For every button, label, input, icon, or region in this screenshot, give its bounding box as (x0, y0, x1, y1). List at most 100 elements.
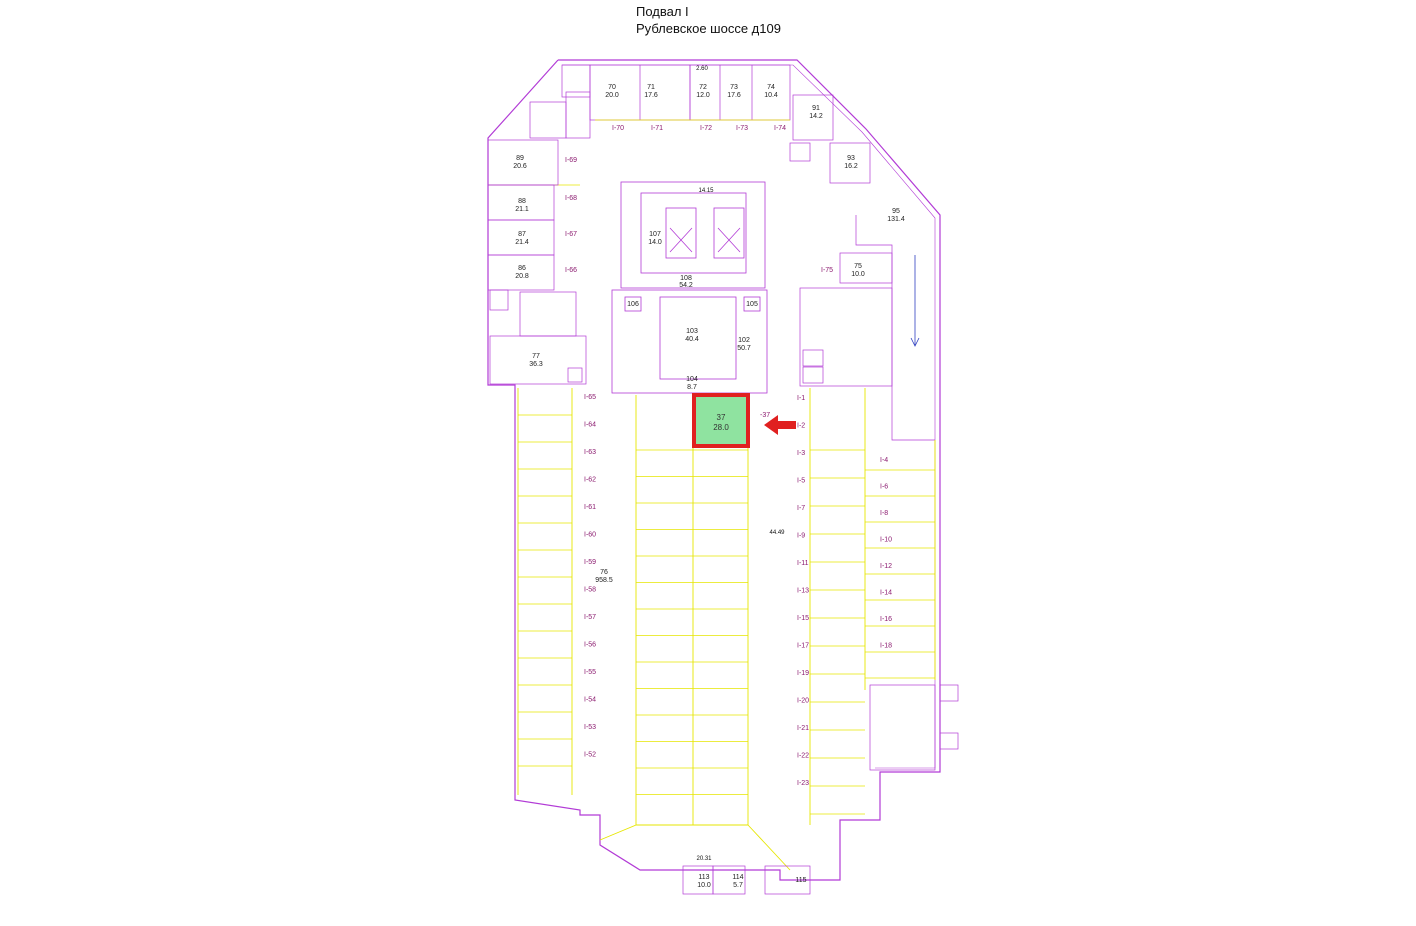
grid-axis-label: I-5 (797, 478, 805, 485)
room-88-number: 88 (518, 198, 526, 205)
grid-axis-label: I-8 (880, 510, 888, 517)
room-95-area: 131.4 (887, 216, 905, 223)
room-106-number: 106 (627, 301, 639, 308)
grid-axis-label: I-66 (565, 267, 577, 274)
room-113-number: 113 (698, 874, 709, 881)
grid-axis-label: I-69 (565, 157, 577, 164)
room-75-number: 75 (854, 263, 862, 270)
grid-axis-label: I-3 (797, 450, 805, 457)
room-70-area: 20.0 (605, 92, 619, 99)
room-114-number: 114 (732, 874, 743, 881)
room-102-number: 102 (738, 337, 750, 344)
grid-axis-label: I-16 (880, 616, 892, 623)
room-104-number: 104 (686, 376, 698, 383)
grid-axis-label: I-71 (651, 125, 663, 132)
grid-axis-label: I-20 (797, 698, 809, 705)
grid-axis-label: I-64 (584, 422, 596, 429)
grid-axis-label: I-57 (584, 614, 596, 621)
highlighted-unit-area: 28.0 (713, 423, 729, 432)
room-107-number: 107 (649, 231, 661, 238)
ramp-direction-icon (910, 255, 920, 347)
right-room-strip (799, 215, 959, 771)
grid-axis-label: I-75 (821, 267, 833, 274)
grid-axis-label: I-65 (584, 394, 596, 401)
grid-axis-label: I-70 (612, 125, 624, 132)
room-89-number: 89 (516, 155, 524, 162)
room-86-number: 86 (518, 265, 526, 272)
dimension-core-width: 14.15 (698, 188, 714, 194)
room-77-area: 36.3 (529, 361, 543, 368)
room-115-number: 115 (795, 877, 806, 884)
room-91-number: 91 (812, 105, 820, 112)
grid-axis-label: I-53 (584, 724, 596, 731)
grid-axis-label: I-1 (797, 395, 805, 402)
room-103-number: 103 (686, 328, 698, 335)
room-72-number: 72 (699, 84, 707, 91)
grid-axis-label: I-55 (584, 669, 596, 676)
room-77-number: 77 (532, 353, 540, 360)
room-107-area: 14.0 (648, 239, 662, 246)
room-89-area: 20.6 (513, 163, 527, 170)
grid-axis-label: I-54 (584, 697, 596, 704)
room-76-number: 76 (600, 569, 608, 576)
grid-axis-label: I-4 (880, 457, 888, 464)
grid-axis-label: I-62 (584, 477, 596, 484)
grid-axis-label: I-2 (797, 423, 805, 430)
grid-axis-label: I-19 (797, 670, 809, 677)
grid-axis-label: I-14 (880, 590, 892, 597)
grid-axis-label: I-68 (565, 195, 577, 202)
plan-title: Подвал I (636, 4, 689, 19)
room-73-number: 73 (730, 84, 738, 91)
outer-wall (487, 59, 941, 881)
grid-axis-label: I-72 (700, 125, 712, 132)
top-room-strip (529, 64, 871, 184)
room-74-number: 74 (767, 84, 775, 91)
grid-axis-label: I-11 (797, 560, 809, 567)
room-74-area: 10.4 (764, 92, 778, 99)
grid-axis-label: I-23 (797, 780, 809, 787)
room-73-area: 17.6 (727, 92, 741, 99)
grid-axis-label: I-21 (797, 725, 809, 732)
room-71-number: 71 (647, 84, 655, 91)
room-87-area: 21.4 (515, 239, 529, 246)
grid-axis-label: I-17 (797, 643, 809, 650)
room-76-area: 958.5 (595, 577, 613, 584)
grid-axis-label: I-60 (584, 532, 596, 539)
grid-axis-label: I-58 (584, 587, 596, 594)
highlighted-unit[interactable] (692, 393, 750, 448)
room-86-area: 20.8 (515, 273, 529, 280)
grid-axis-label: I-22 (797, 753, 809, 760)
grid-axis-label: I-13 (797, 588, 809, 595)
room-93-number: 93 (847, 155, 855, 162)
room-103-area: 40.4 (685, 336, 699, 343)
pointer-arrow-icon (764, 415, 796, 435)
highlighted-unit-number: 37 (717, 413, 726, 422)
room-95-number: 95 (892, 208, 900, 215)
room-71-area: 17.6 (644, 92, 658, 99)
grid-axis-label: I-18 (880, 643, 892, 650)
room-91-area: 14.2 (809, 113, 823, 120)
left-room-strip (487, 139, 587, 385)
room-88-area: 21.1 (515, 206, 529, 213)
room-102-area: 50.7 (737, 345, 751, 352)
grid-axis-label: I-59 (584, 559, 596, 566)
room-108-area: 54.2 (679, 282, 693, 289)
room-108-number: 108 (680, 275, 692, 282)
grid-axis-label: I-61 (584, 504, 596, 511)
grid-axis-label: I-15 (797, 615, 809, 622)
grid-axis-label: I-73 (736, 125, 748, 132)
grid-axis-label: I-10 (880, 537, 892, 544)
room-104-area: 8.7 (687, 384, 697, 391)
room-70-number: 70 (608, 84, 616, 91)
room-105-number: 105 (746, 301, 758, 308)
room-72-area: 12.0 (696, 92, 710, 99)
grid-axis-label: I-9 (797, 533, 805, 540)
dimension-top: 2.60 (696, 66, 708, 72)
dimension-right: 44.49 (769, 530, 785, 536)
grid-axis-label: I-63 (584, 449, 596, 456)
dimension-bottom: 20.31 (696, 856, 712, 862)
room-87-number: 87 (518, 231, 526, 238)
grid-axis-label: I-12 (880, 563, 892, 570)
grid-axis-label: -37 (760, 412, 770, 419)
